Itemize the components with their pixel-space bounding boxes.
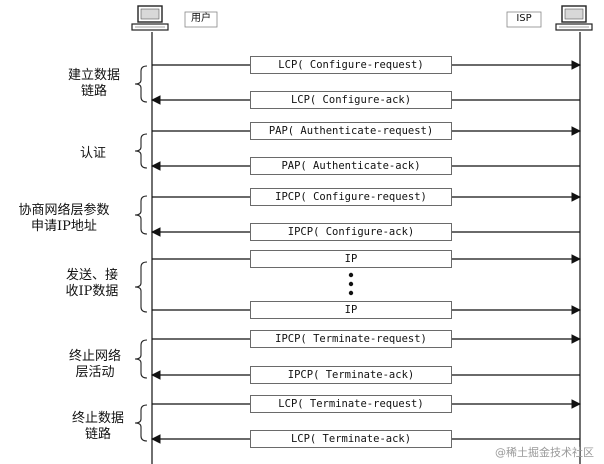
phase-label: 收IP数据 (65, 284, 119, 299)
message-label: IPCP( Terminate-ack) (250, 366, 452, 384)
phase-brace (134, 261, 148, 313)
message-label: IPCP( Configure-ack) (250, 223, 452, 241)
phase-label: 认证 (79, 146, 106, 161)
ellipsis-dots (348, 272, 354, 296)
server-icon (555, 5, 593, 31)
message-label: LCP( Configure-request) (250, 56, 452, 74)
message-label: LCP( Terminate-ack) (250, 430, 452, 448)
phase-brace (134, 404, 148, 442)
phase-label: 链路 (80, 84, 107, 99)
phase-brace (134, 339, 148, 379)
user-name-box (184, 11, 218, 28)
message-label: IPCP( Configure-request) (250, 188, 452, 206)
isp-name-box (506, 11, 542, 28)
message-label: LCP( Terminate-request) (250, 395, 452, 413)
phase-label: 协商网络层参数 (18, 203, 110, 218)
message-label: IP (250, 301, 452, 319)
phase-label: 申请IP地址 (31, 219, 97, 234)
phase-label: 链路 (84, 427, 111, 442)
watermark: @稀土掘金技术社区 (495, 446, 594, 459)
phase-label: 层活动 (75, 365, 115, 380)
phase-label: 终止数据 (71, 411, 124, 426)
isp-label: ISP (516, 13, 532, 24)
message-label: IPCP( Terminate-request) (250, 330, 452, 348)
phase-brace (134, 195, 148, 235)
user-label: 用户 (191, 13, 211, 24)
phase-label: 发送、接 (65, 268, 118, 283)
phase-label: 终止网络 (68, 349, 121, 364)
phase-label: 建立数据 (67, 68, 120, 83)
message-label: PAP( Authenticate-ack) (250, 157, 452, 175)
message-label: LCP( Configure-ack) (250, 91, 452, 109)
message-label: IP (250, 250, 452, 268)
phase-brace (134, 65, 148, 103)
computer-icon (131, 5, 169, 31)
message-label: PAP( Authenticate-request) (250, 122, 452, 140)
phase-brace (134, 133, 148, 169)
